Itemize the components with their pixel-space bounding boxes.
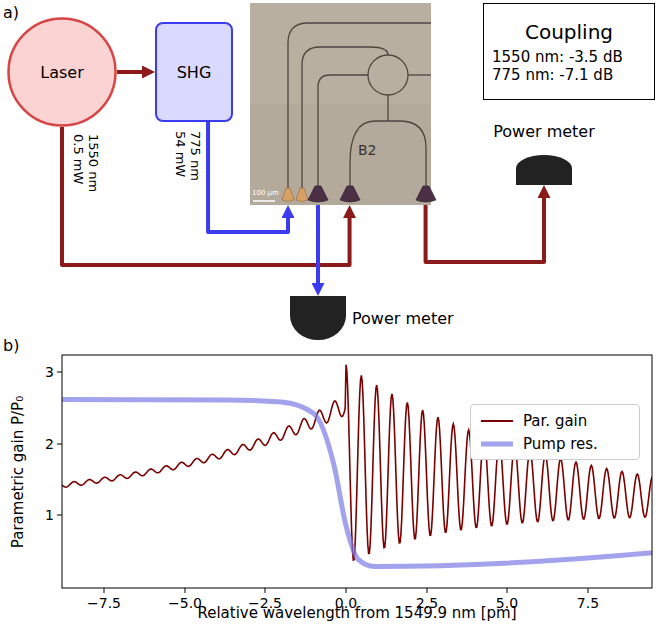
plot-frame xyxy=(62,355,652,588)
arrow-head xyxy=(142,72,155,73)
legend-entry: Par. gain xyxy=(479,409,631,432)
shg-box: SHG xyxy=(155,22,233,122)
detector-symbol xyxy=(516,155,572,185)
panel-label: a) xyxy=(3,3,19,22)
grating-coupler xyxy=(340,186,360,202)
table-row: 1550 nm: -3.5 dB xyxy=(492,48,623,66)
tick-label: −7.5 xyxy=(87,595,121,611)
axis-title: Parametric gain P/P₀ xyxy=(9,396,27,548)
coupling-box: Coupling 1550 nm: -3.5 dB775 nm: -7.1 dB xyxy=(483,3,655,100)
scale-bar xyxy=(253,200,275,202)
table-row: 775 nm: -7.1 dB xyxy=(492,66,613,84)
tick-mark xyxy=(104,588,105,593)
waveguide xyxy=(288,23,431,188)
tick-mark xyxy=(346,588,347,593)
waveguide xyxy=(387,95,388,121)
waveguide xyxy=(318,75,368,188)
tick-mark xyxy=(57,444,62,445)
arrow-head xyxy=(544,185,545,198)
ring-resonator xyxy=(368,55,408,95)
arrow-head xyxy=(288,205,289,218)
beam-label: 1550 nm 0.5 mW xyxy=(70,134,100,198)
node-label: SHG xyxy=(177,63,212,82)
tick-label: 2 xyxy=(45,436,54,452)
chip-photo: B2 100 μm xyxy=(250,3,431,205)
tick-label: −5.0 xyxy=(168,595,202,611)
tick-label: 7.5 xyxy=(577,595,599,611)
tick-label: 1 xyxy=(45,507,54,523)
pump-curve xyxy=(62,399,652,566)
grating-coupler xyxy=(282,188,294,202)
table-heading: Coupling xyxy=(525,20,613,44)
waveguide xyxy=(302,47,388,188)
beam-connector xyxy=(117,70,147,74)
legend-line xyxy=(481,420,513,422)
power-meter-shape xyxy=(516,155,572,185)
tick-mark xyxy=(507,588,508,593)
laser-circle: Laser xyxy=(7,17,117,127)
node-label: Laser xyxy=(40,63,83,82)
tick-mark xyxy=(57,515,62,516)
tick-mark xyxy=(57,372,62,373)
arrow-head xyxy=(349,205,350,218)
meter-label: Power meter xyxy=(493,122,595,141)
grating-coupler xyxy=(308,186,328,202)
tick-mark xyxy=(265,588,266,593)
legend-text: Pump res. xyxy=(523,435,598,453)
gain-curve xyxy=(62,365,652,560)
tick-label: 3 xyxy=(45,364,54,380)
waveguide xyxy=(350,121,426,188)
power-meter: Power meter xyxy=(516,155,572,185)
beam-connector xyxy=(316,205,320,288)
laser-outline xyxy=(9,19,116,126)
chip-shading xyxy=(250,3,431,104)
tick-mark xyxy=(427,588,428,593)
beam-connector xyxy=(426,193,544,262)
tick-mark xyxy=(185,588,186,593)
legend-entry: Pump res. xyxy=(479,432,631,455)
legend-sample xyxy=(479,437,515,451)
grating-coupler xyxy=(296,188,308,202)
detector-symbol xyxy=(290,296,346,340)
waveguide xyxy=(408,74,431,75)
scale-label: 100 μm xyxy=(252,190,279,197)
power-meter-shape xyxy=(290,296,346,340)
grating-coupler xyxy=(416,186,436,202)
power-meter: Power meter xyxy=(290,296,346,340)
legend-box: Par. gainPump res. xyxy=(470,404,640,460)
meter-label: Power meter xyxy=(352,309,454,328)
legend-line xyxy=(481,441,513,446)
chip-photo-shape xyxy=(250,3,431,205)
axis-title: Relative wavelength from 1549.9 nm [pm] xyxy=(197,604,516,622)
legend-sample xyxy=(479,414,515,428)
beam-label: 775 nm 54 mW xyxy=(172,131,202,195)
arrow-head xyxy=(318,283,319,296)
panel-label: b) xyxy=(3,336,19,355)
legend-text: Par. gain xyxy=(523,412,587,430)
chip-background xyxy=(250,3,431,205)
chip-label: B2 xyxy=(358,142,377,158)
tick-mark xyxy=(588,588,589,593)
